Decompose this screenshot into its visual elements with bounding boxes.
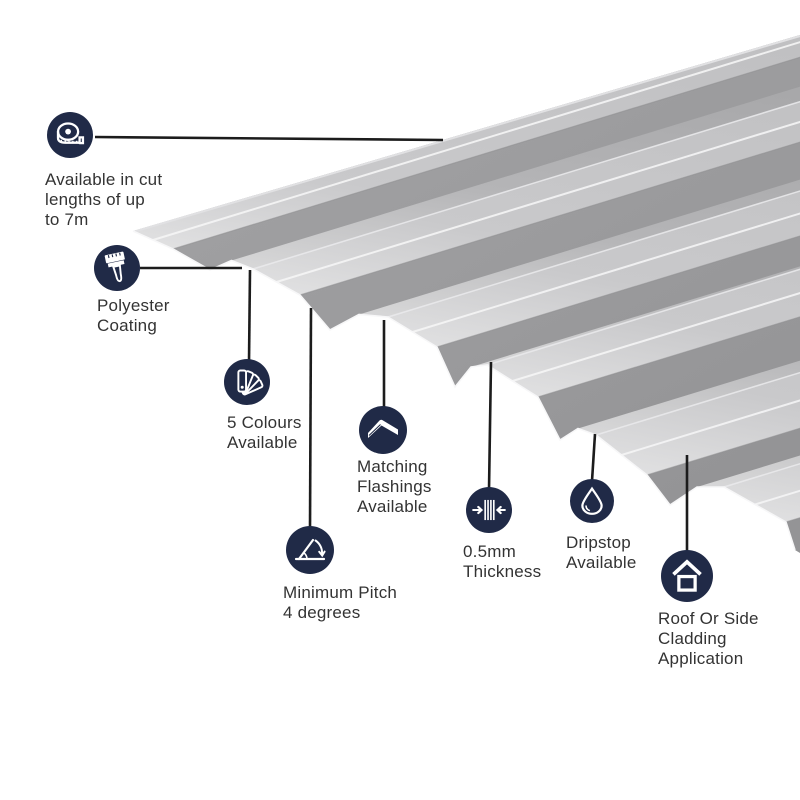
flashing-icon (359, 406, 407, 454)
feature-label-cut-lengths: Available in cut lengths of up to 7m (45, 170, 163, 229)
leader-line (247, 269, 252, 363)
feature-label-flashings: Matching Flashings Available (357, 457, 432, 516)
tape-measure-icon (47, 112, 93, 158)
house-icon (661, 550, 713, 602)
feature-label-min-pitch: Minimum Pitch 4 degrees (283, 583, 398, 622)
droplet-icon (570, 479, 614, 523)
leader-line (590, 433, 597, 482)
feature-label-polyester: Polyester Coating (97, 296, 170, 335)
feature-label-cladding: Roof Or Side Cladding Application (658, 609, 759, 668)
feature-label-dripstop: Dripstop Available (566, 533, 637, 572)
leader-line (94, 135, 444, 142)
feature-label-thickness: 0.5mm Thickness (463, 542, 542, 581)
leader-line (487, 361, 493, 491)
colour-fan-icon (224, 359, 270, 405)
thickness-icon (466, 487, 512, 533)
pitch-angle-icon (286, 526, 334, 574)
feature-label-colours: 5 Colours Available (227, 413, 302, 452)
paintbrush-icon (94, 245, 140, 291)
leader-line (308, 307, 313, 530)
